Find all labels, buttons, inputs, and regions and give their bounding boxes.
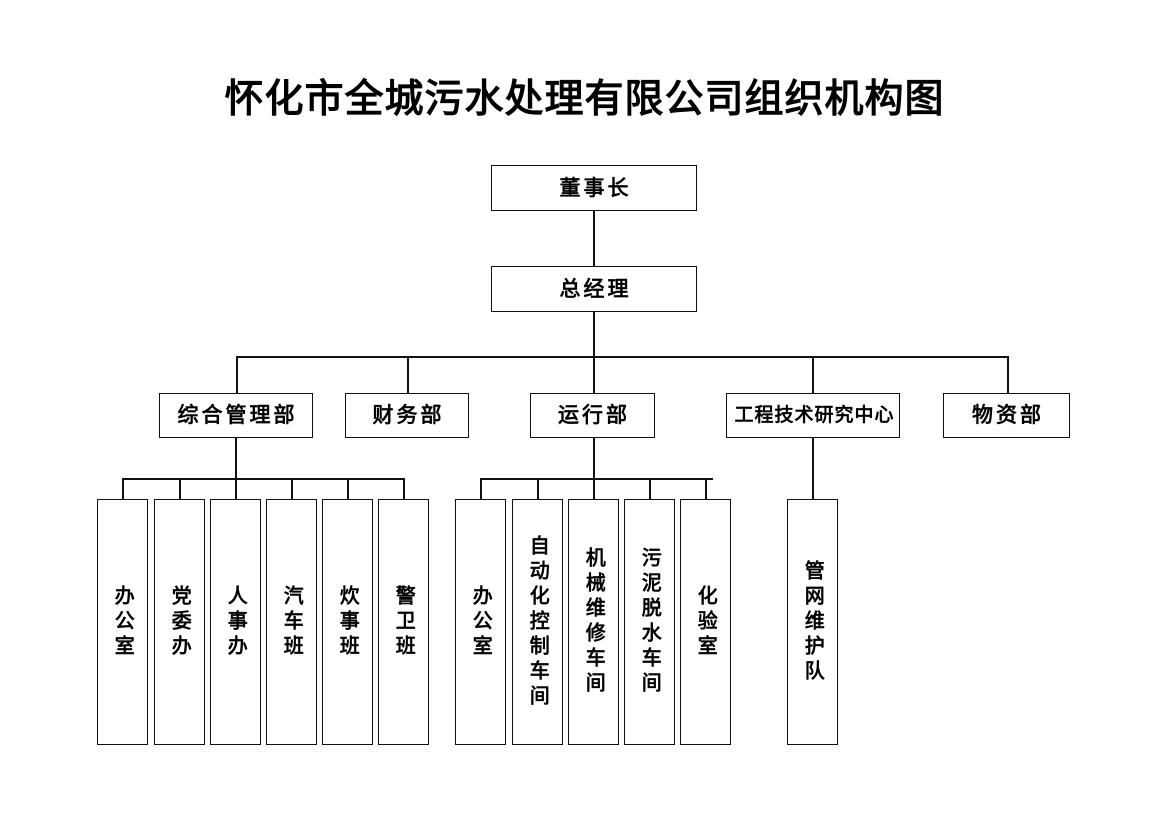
edge-chairman-to-general-manager <box>593 211 595 266</box>
edge-drop-ops-sludge <box>649 478 651 500</box>
edge-drop-admin-hr <box>235 478 237 500</box>
edge-dept-engineering-drop <box>812 438 814 500</box>
edge-department-bus <box>236 356 1009 358</box>
node-ops-lab[interactable]: 化验室 <box>680 499 731 745</box>
node-ops-mechanical[interactable]: 机械维修车间 <box>568 499 619 745</box>
node-ops-sludge[interactable]: 污泥脱水车间 <box>624 499 675 745</box>
edge-drop-admin-office <box>122 478 124 500</box>
edge-drop-dept-engineering <box>812 356 814 394</box>
node-chairman[interactable]: 董事长 <box>491 165 697 211</box>
edge-operations-bus <box>481 478 713 480</box>
page-title: 怀化市全城污水处理有限公司组织机构图 <box>224 76 945 122</box>
node-admin-guard[interactable]: 警卫班 <box>378 499 429 745</box>
node-label: 汽车班 <box>280 584 305 660</box>
edge-general-manager-drop <box>593 312 595 357</box>
edge-dept-admin-drop <box>235 438 237 479</box>
edge-dept-operations-drop <box>593 438 595 479</box>
node-label: 机械维修车间 <box>582 547 607 697</box>
node-label: 办公室 <box>111 584 136 660</box>
node-admin-party[interactable]: 党委办 <box>154 499 205 745</box>
node-dept-engineering[interactable]: 工程技术研究中心 <box>726 393 900 438</box>
node-label: 办公室 <box>469 584 494 660</box>
edge-drop-dept-materials <box>1007 356 1009 394</box>
node-ops-automation[interactable]: 自动化控制车间 <box>512 499 563 745</box>
node-eng-pipeline[interactable]: 管网维护队 <box>787 499 838 745</box>
node-label: 党委办 <box>168 584 193 660</box>
edge-drop-ops-lab <box>705 478 707 500</box>
node-label: 人事办 <box>224 584 249 660</box>
node-dept-materials[interactable]: 物资部 <box>943 393 1070 438</box>
edge-drop-dept-operations <box>593 356 595 394</box>
edge-drop-ops-automation <box>537 478 539 500</box>
node-general-manager[interactable]: 总经理 <box>491 266 697 312</box>
node-label: 管网维护队 <box>801 559 826 685</box>
node-admin-canteen[interactable]: 炊事班 <box>322 499 373 745</box>
node-admin-hr[interactable]: 人事办 <box>210 499 261 745</box>
node-dept-finance[interactable]: 财务部 <box>345 393 469 438</box>
node-dept-operations[interactable]: 运行部 <box>530 393 655 438</box>
edge-drop-admin-party <box>179 478 181 500</box>
node-label: 炊事班 <box>336 584 361 660</box>
edge-drop-ops-mechanical <box>593 478 595 500</box>
edge-drop-admin-vehicle <box>291 478 293 500</box>
edge-drop-dept-admin <box>236 356 238 394</box>
edge-drop-admin-canteen <box>347 478 349 500</box>
node-dept-admin[interactable]: 综合管理部 <box>159 393 313 438</box>
node-label: 警卫班 <box>392 584 417 660</box>
edge-drop-admin-guard <box>403 478 405 500</box>
node-ops-office[interactable]: 办公室 <box>455 499 506 745</box>
node-admin-office[interactable]: 办公室 <box>97 499 148 745</box>
node-label: 化验室 <box>694 584 719 660</box>
node-label: 自动化控制车间 <box>526 534 551 710</box>
node-label: 污泥脱水车间 <box>638 547 663 697</box>
edge-drop-dept-finance <box>407 356 409 394</box>
edge-drop-ops-office <box>480 478 482 500</box>
edge-admin-bus <box>123 478 404 480</box>
node-admin-vehicle[interactable]: 汽车班 <box>266 499 317 745</box>
